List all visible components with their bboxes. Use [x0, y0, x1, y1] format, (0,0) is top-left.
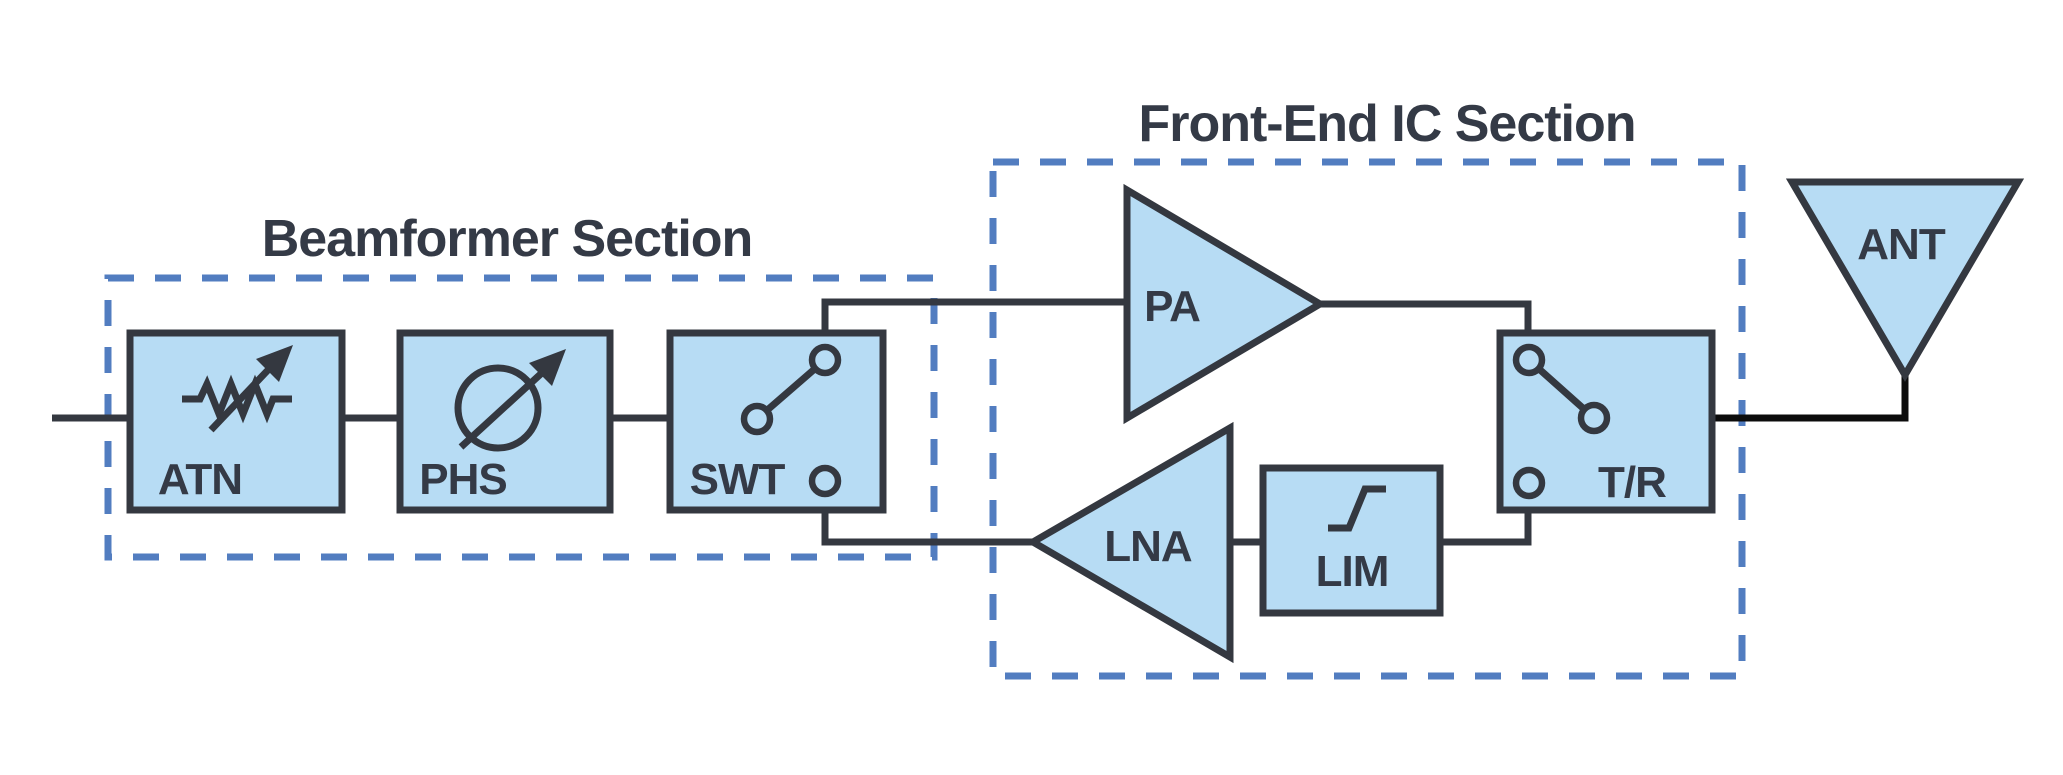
spdt-switch-icon [1512, 343, 1611, 500]
swt-label: SWT [690, 455, 786, 504]
front-end-ic-section-title: Front-End IC Section [1138, 95, 1635, 153]
limiter-step-icon [1328, 485, 1386, 532]
ant-label: ANT [1857, 220, 1946, 269]
phs-label: PHS [419, 455, 506, 504]
variable-attenuator-icon [182, 345, 293, 433]
lna-amplifier-triangle [1026, 421, 1234, 664]
block-lna: LNA [1026, 421, 1234, 664]
phs-box [396, 329, 614, 514]
swt-box [666, 329, 887, 514]
lim-box [1259, 464, 1444, 617]
swt-top-throw [808, 343, 842, 377]
block-ant: ANT [1785, 178, 2025, 382]
spdt-switch-icon [740, 343, 842, 498]
beamformer-section-title: Beamformer Section [262, 210, 753, 268]
block-atn: ATN [126, 329, 346, 514]
antenna-triangle [1785, 178, 2025, 382]
pa-label: PA [1144, 282, 1200, 331]
block-lim: LIM [1259, 464, 1444, 617]
phase-shifter-icon [454, 349, 566, 452]
tr-label: T/R [1598, 458, 1666, 507]
tr-common-pole [1577, 401, 1611, 435]
atn-label: ATN [158, 455, 242, 504]
tr-bottom-throw [1512, 466, 1546, 500]
lna-label: LNA [1104, 522, 1192, 571]
block-pa: PA [1123, 183, 1327, 425]
lim-label: LIM [1316, 547, 1389, 596]
swt-common-pole [740, 402, 774, 436]
block-tr: T/R [1496, 329, 1716, 514]
block-swt: SWT [666, 329, 887, 514]
block-phs: PHS [396, 329, 614, 514]
tr-top-throw [1512, 343, 1546, 377]
swt-bottom-throw [808, 464, 842, 498]
atn-box [126, 329, 346, 514]
pa-amplifier-triangle [1123, 183, 1327, 425]
